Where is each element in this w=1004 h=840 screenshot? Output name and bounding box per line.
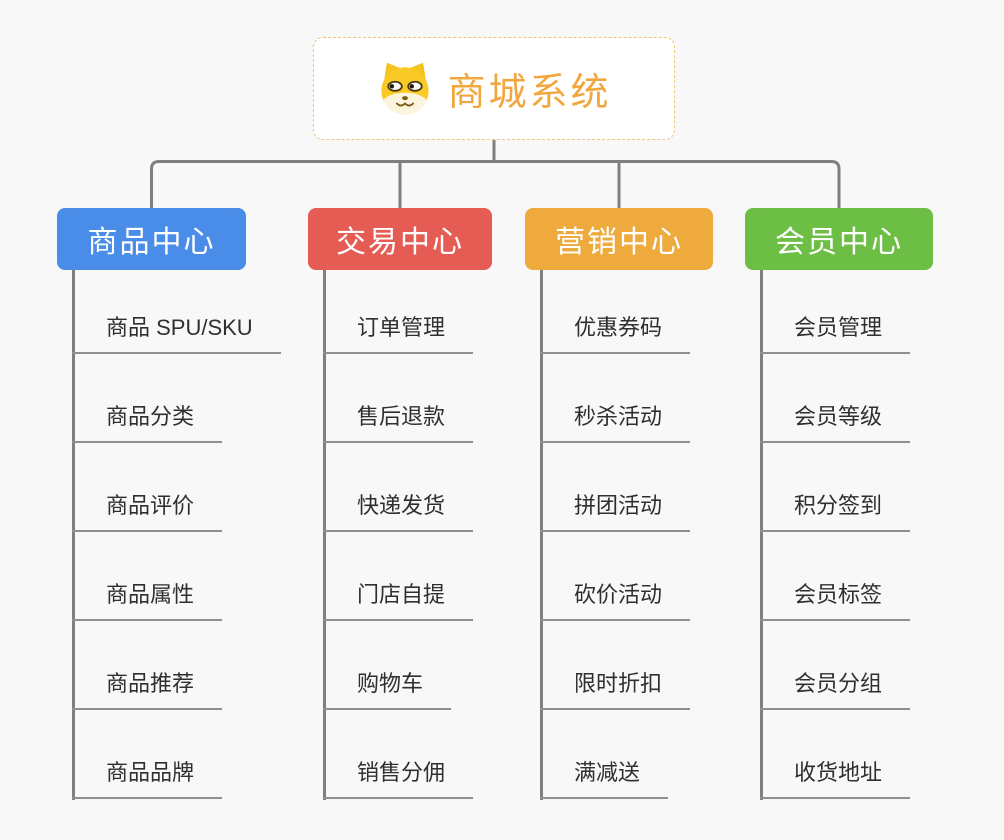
child-topic[interactable]: 售后退款 [323, 402, 474, 443]
child-topic[interactable]: 优惠券码 [540, 313, 691, 354]
dog-face-icon [381, 62, 430, 114]
child-topic[interactable]: 会员标签 [760, 580, 911, 621]
child-topic[interactable]: 商品品牌 [72, 758, 223, 799]
branch-node-product-center[interactable]: 商品中心 [57, 208, 246, 270]
child-topic[interactable]: 会员管理 [760, 313, 911, 354]
child-topic[interactable]: 收货地址 [760, 758, 911, 799]
branch-node-member-center[interactable]: 会员中心 [745, 208, 933, 270]
child-topic[interactable]: 商品推荐 [72, 669, 223, 710]
child-topic[interactable]: 商品属性 [72, 580, 223, 621]
branch-label: 交易中心 [336, 226, 464, 259]
child-topic[interactable]: 积分签到 [760, 491, 911, 532]
branch-label: 营销中心 [555, 226, 683, 259]
branch-node-marketing-center[interactable]: 营销中心 [525, 208, 713, 270]
child-topic[interactable]: 会员等级 [760, 402, 911, 443]
child-topic[interactable]: 门店自提 [323, 580, 474, 621]
branch-node-trade-center[interactable]: 交易中心 [308, 208, 492, 270]
child-topic[interactable]: 购物车 [323, 669, 452, 710]
child-topic[interactable]: 商品分类 [72, 402, 223, 443]
child-topic[interactable]: 砍价活动 [540, 580, 691, 621]
child-topic[interactable]: 快递发货 [323, 491, 474, 532]
branch-label: 商品中心 [87, 226, 216, 259]
child-topic[interactable]: 秒杀活动 [540, 402, 691, 443]
child-topic[interactable]: 满减送 [540, 758, 669, 799]
child-topic[interactable]: 销售分佣 [323, 758, 474, 799]
child-topic[interactable]: 限时折扣 [540, 669, 691, 710]
branch-label: 会员中心 [775, 226, 903, 259]
root-title: 商城系统 [447, 72, 612, 114]
child-topic[interactable]: 订单管理 [323, 313, 474, 354]
child-topic[interactable]: 商品 SPU/SKU [72, 313, 281, 354]
child-topic[interactable]: 拼团活动 [540, 491, 691, 532]
child-topic[interactable]: 会员分组 [760, 669, 911, 710]
root-node[interactable]: 商城系统 [313, 37, 675, 140]
child-topic[interactable]: 商品评价 [72, 491, 223, 532]
